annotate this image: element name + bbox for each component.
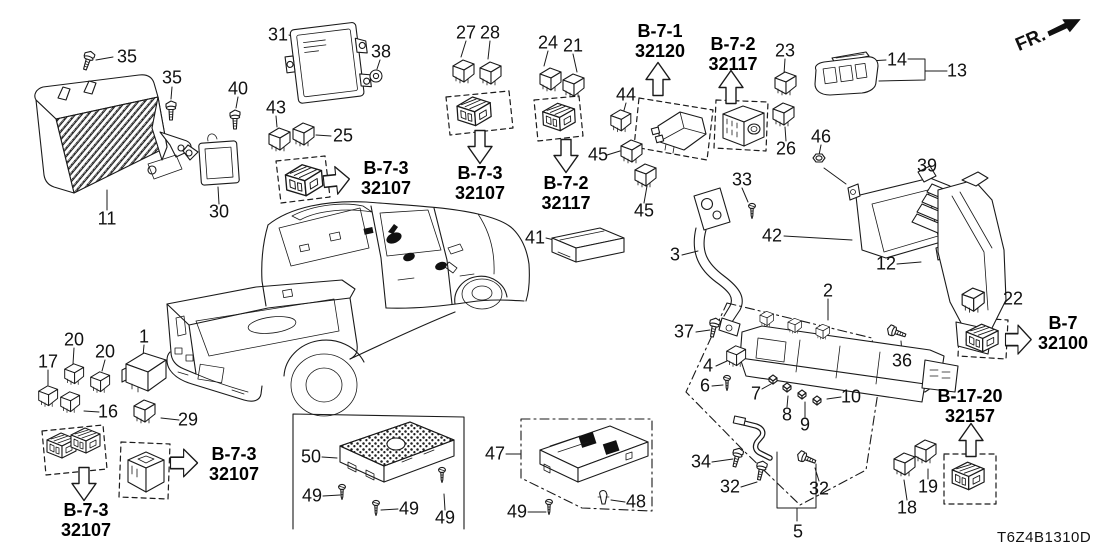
arrow-to-b-7-2-mid bbox=[553, 138, 579, 174]
part-1-relay bbox=[121, 352, 167, 393]
part-29-relay bbox=[133, 399, 156, 424]
leader-lines bbox=[47, 34, 1004, 522]
part-32-bolt-b bbox=[795, 449, 818, 467]
part-5-rod bbox=[732, 415, 773, 461]
part-48-clip bbox=[597, 490, 610, 505]
part-44-relay bbox=[610, 109, 632, 133]
connector-b-7-3-bottom-mid bbox=[127, 451, 165, 493]
part-21-relay bbox=[562, 73, 585, 98]
part-35-bolt-a bbox=[79, 49, 97, 72]
part-20-relay-b bbox=[90, 371, 111, 393]
part-31-module bbox=[284, 22, 372, 104]
part-38-grommet bbox=[369, 69, 383, 83]
part-46-nut bbox=[812, 153, 826, 163]
part-49-screw-c bbox=[438, 466, 446, 484]
part-11-module bbox=[34, 74, 192, 194]
arrow-to-b-17-20 bbox=[958, 422, 984, 458]
diagram-code: T6Z4B1310D bbox=[997, 529, 1092, 546]
part-13-panel bbox=[814, 56, 879, 96]
part-41-module bbox=[551, 227, 625, 263]
part-50-module bbox=[339, 421, 455, 483]
part-12-module bbox=[911, 171, 1007, 355]
part-37-bolt bbox=[706, 316, 722, 339]
part-32120-unit bbox=[650, 111, 707, 154]
part-17-relay bbox=[38, 385, 59, 407]
part-8-fuse bbox=[782, 382, 792, 393]
arrow-to-b-7-right bbox=[1004, 324, 1033, 355]
part-28-relay bbox=[479, 61, 502, 86]
part-43-relay bbox=[268, 127, 291, 152]
part-23-relay bbox=[774, 71, 797, 96]
part-3-bracket bbox=[693, 187, 743, 337]
part-47-module bbox=[539, 425, 649, 483]
arrow-to-b-7-2-top bbox=[718, 69, 744, 105]
part-45-relay-b bbox=[634, 163, 657, 188]
part-26-relay bbox=[772, 102, 795, 127]
arrow-to-b-7-1-top bbox=[645, 61, 671, 97]
arrow-to-b-7-3-upper-mid bbox=[467, 129, 493, 165]
part-25-relay bbox=[292, 122, 315, 147]
part-40-bolt bbox=[229, 109, 241, 130]
part-18-relay bbox=[893, 452, 916, 477]
part-10-fuse bbox=[812, 395, 822, 406]
part-45-relay-a bbox=[620, 139, 643, 164]
part-6-screw bbox=[723, 374, 731, 392]
part-19-relay bbox=[914, 439, 937, 464]
part-16-relay bbox=[60, 391, 81, 413]
part-27-relay bbox=[452, 59, 475, 84]
part-9-fuse bbox=[797, 389, 807, 400]
part-30-module bbox=[182, 133, 240, 186]
part-32117-unit bbox=[722, 105, 765, 147]
part-49-screw-a bbox=[338, 483, 346, 501]
part-33-screw bbox=[748, 202, 756, 220]
connector-b-7-2-mid bbox=[541, 101, 577, 133]
part-34-bolt bbox=[729, 446, 745, 469]
part-2-fuse-box bbox=[739, 310, 959, 403]
connector-b-7-3-bottom-left-b bbox=[70, 427, 101, 454]
connector-b-7-3-upper-left bbox=[284, 162, 325, 199]
part-35-bolt-b bbox=[165, 100, 177, 121]
connector-b-17-20 bbox=[951, 461, 985, 491]
part-20-relay-a bbox=[64, 363, 85, 385]
part-49-screw-b bbox=[372, 499, 380, 517]
part-36-bolt bbox=[885, 323, 908, 341]
part-24-relay bbox=[539, 67, 562, 92]
arrow-to-b-7-3-bottom-mid bbox=[169, 448, 199, 478]
connector-b-7-3-upper-mid bbox=[455, 95, 493, 128]
part-49-screw-d bbox=[545, 498, 553, 516]
truck-illustration bbox=[166, 201, 530, 417]
